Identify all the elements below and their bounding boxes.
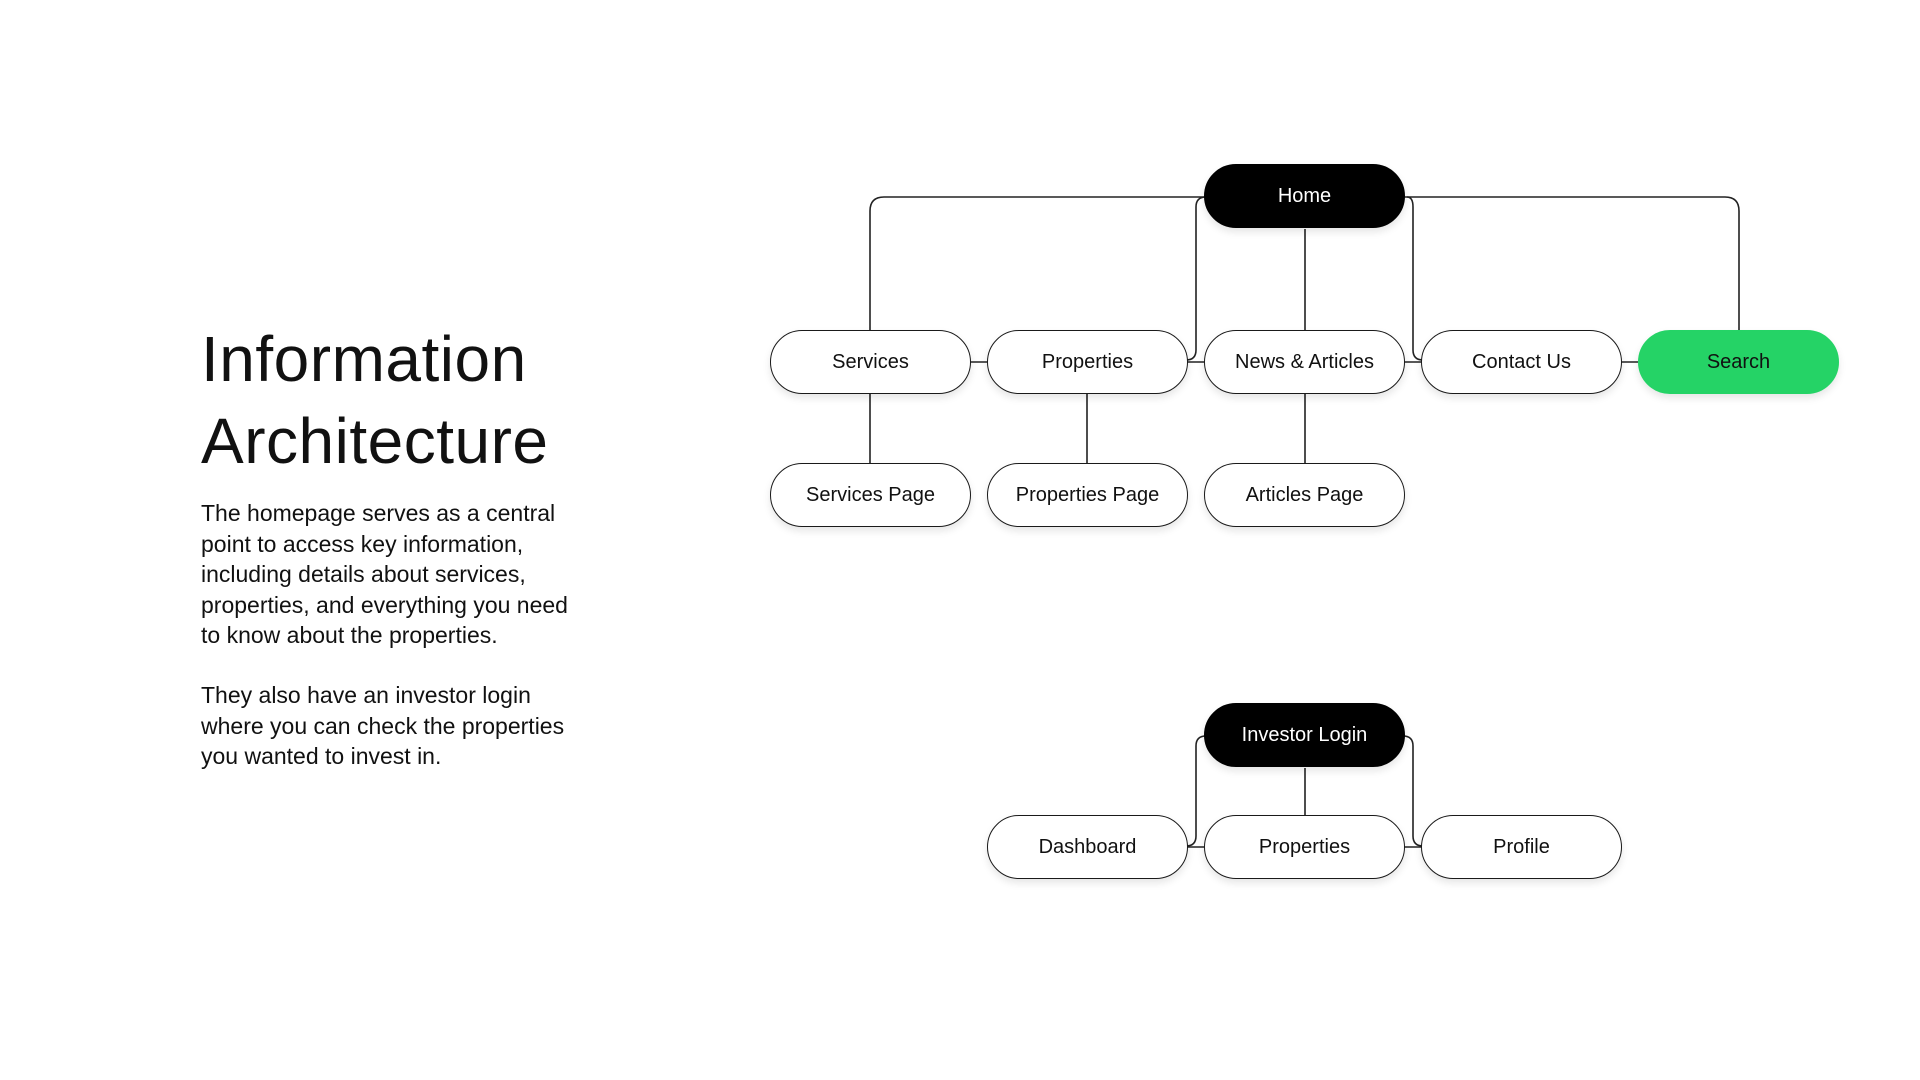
connector-home-contact [1406, 196, 1424, 361]
node-dashboard: Dashboard [987, 815, 1188, 879]
description-line: you wanted to invest in. [201, 743, 442, 769]
node-search: Search [1638, 330, 1839, 394]
node-articles-page: Articles Page [1204, 463, 1405, 527]
connector-home-properties [1185, 196, 1207, 361]
description-line: point to access key information, [201, 530, 524, 557]
node-services: Services [770, 330, 971, 394]
description-line: properties, and everything you need [201, 591, 568, 618]
connector-investor-dashboard [1185, 735, 1207, 847]
node-properties: Properties [987, 330, 1188, 394]
node-investor-properties: Properties [1204, 815, 1405, 879]
page-title: Information Architecture [201, 318, 548, 482]
node-investor-login: Investor Login [1204, 703, 1405, 767]
node-properties-page: Properties Page [987, 463, 1188, 527]
node-contact-us: Contact Us [1421, 330, 1622, 394]
description-line: including details about services, [201, 561, 526, 587]
description-line: to know about the properties. [201, 622, 498, 648]
description-line: They also have an investor login [201, 682, 531, 708]
description-line: The homepage serves as a central [201, 500, 556, 526]
node-home: Home [1204, 164, 1405, 228]
connector-home-search [1403, 196, 1740, 330]
node-profile: Profile [1421, 815, 1622, 879]
connector-home-services [869, 196, 1210, 330]
description-paragraph-2: They also have an investor login where y… [201, 680, 621, 772]
page-title-line-1: Information [201, 323, 527, 395]
node-services-page: Services Page [770, 463, 971, 527]
description-paragraph-1: The homepage serves as a central point t… [201, 498, 621, 651]
connector-investor-profile [1402, 735, 1424, 847]
page-title-line-2: Architecture [201, 405, 549, 477]
description-line: where you can check the properties [201, 712, 565, 739]
node-news-articles: News & Articles [1204, 330, 1405, 394]
